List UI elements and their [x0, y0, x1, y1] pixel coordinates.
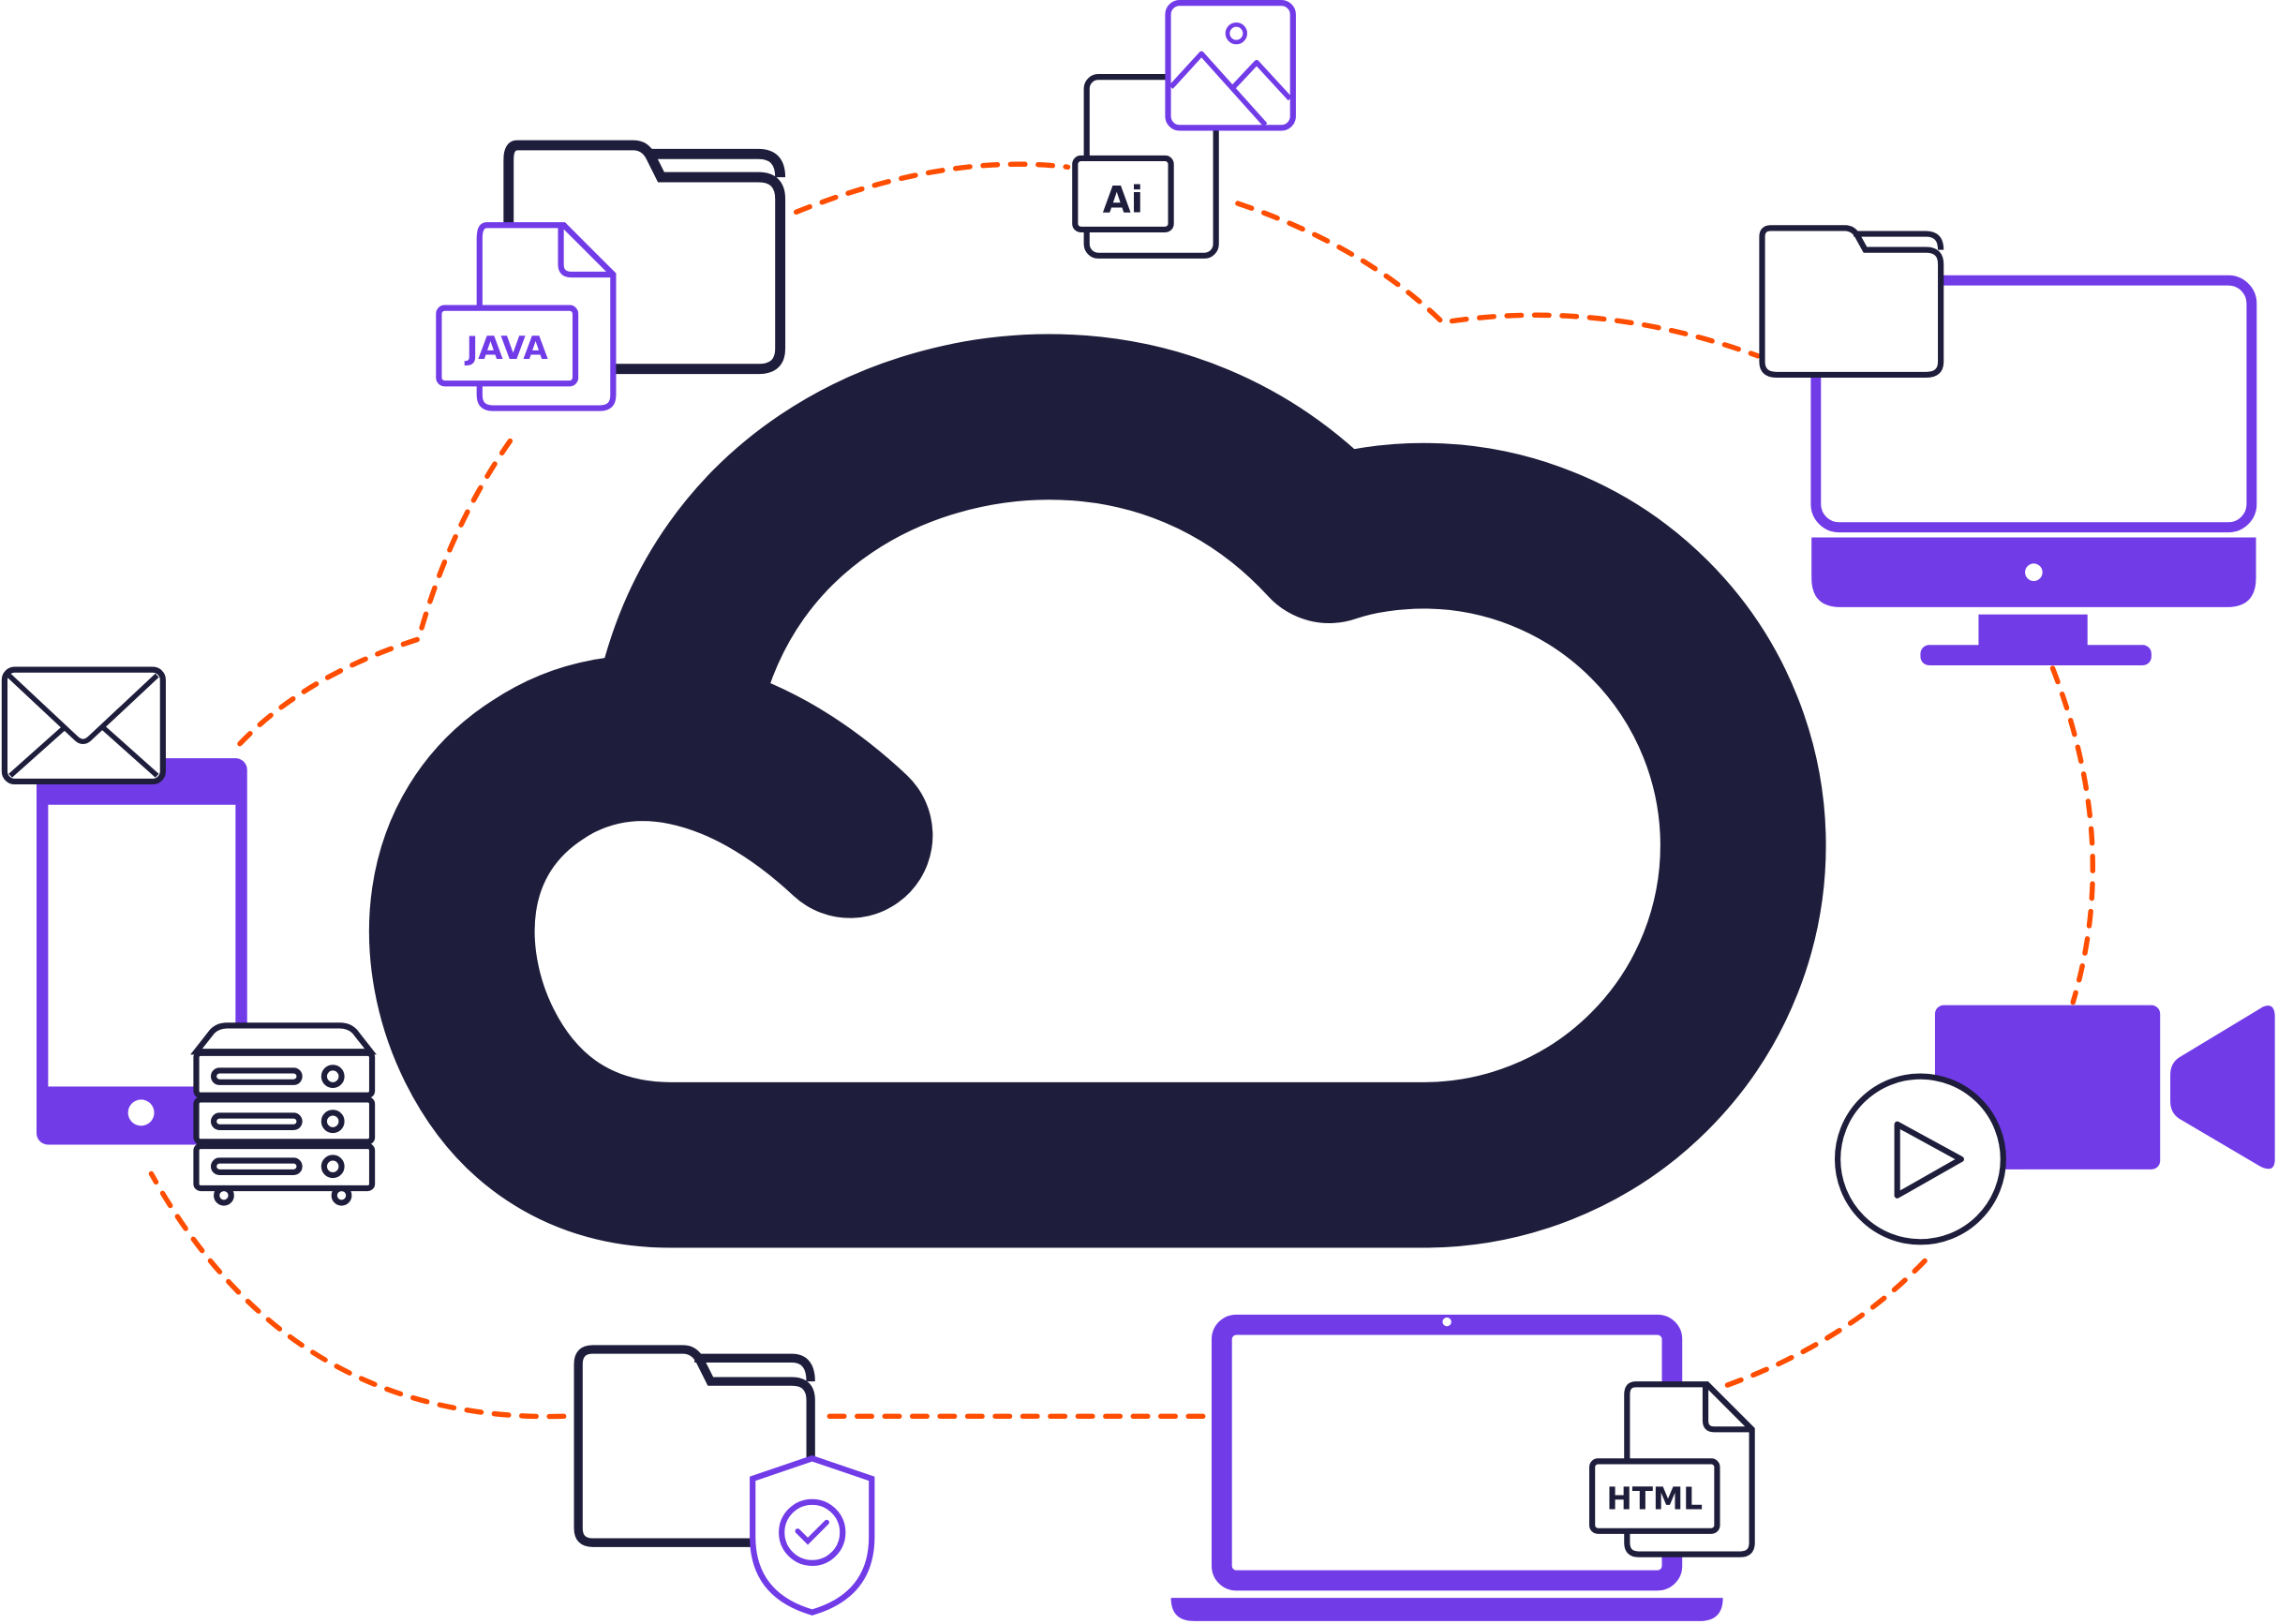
folder-icon	[1759, 225, 1944, 379]
connector-camera-laptop	[1719, 1258, 1928, 1391]
connector-ai-monitor	[1235, 201, 1761, 359]
desktop-monitor-icon	[1810, 275, 2257, 665]
server-icon	[190, 1022, 377, 1206]
html-file-icon: HTML	[1589, 1381, 1755, 1557]
cloud-icon	[368, 334, 1826, 1248]
connector-phone-java	[237, 430, 519, 747]
image-icon	[1165, 0, 1296, 131]
connector-lines	[148, 161, 2096, 1420]
java-file-icon: JAVA	[436, 222, 617, 411]
play-icon[interactable]	[1834, 1073, 2006, 1245]
connector-monitor-camera	[2049, 665, 2096, 1006]
java-label: JAVA	[465, 330, 549, 367]
connector-folder-ai	[793, 161, 1071, 216]
html-label: HTML	[1606, 1482, 1703, 1517]
ai-label: Ai	[1103, 179, 1143, 221]
connector-folder-server	[148, 1170, 567, 1420]
shield-check-icon	[750, 1455, 875, 1616]
mail-icon	[1, 666, 166, 785]
